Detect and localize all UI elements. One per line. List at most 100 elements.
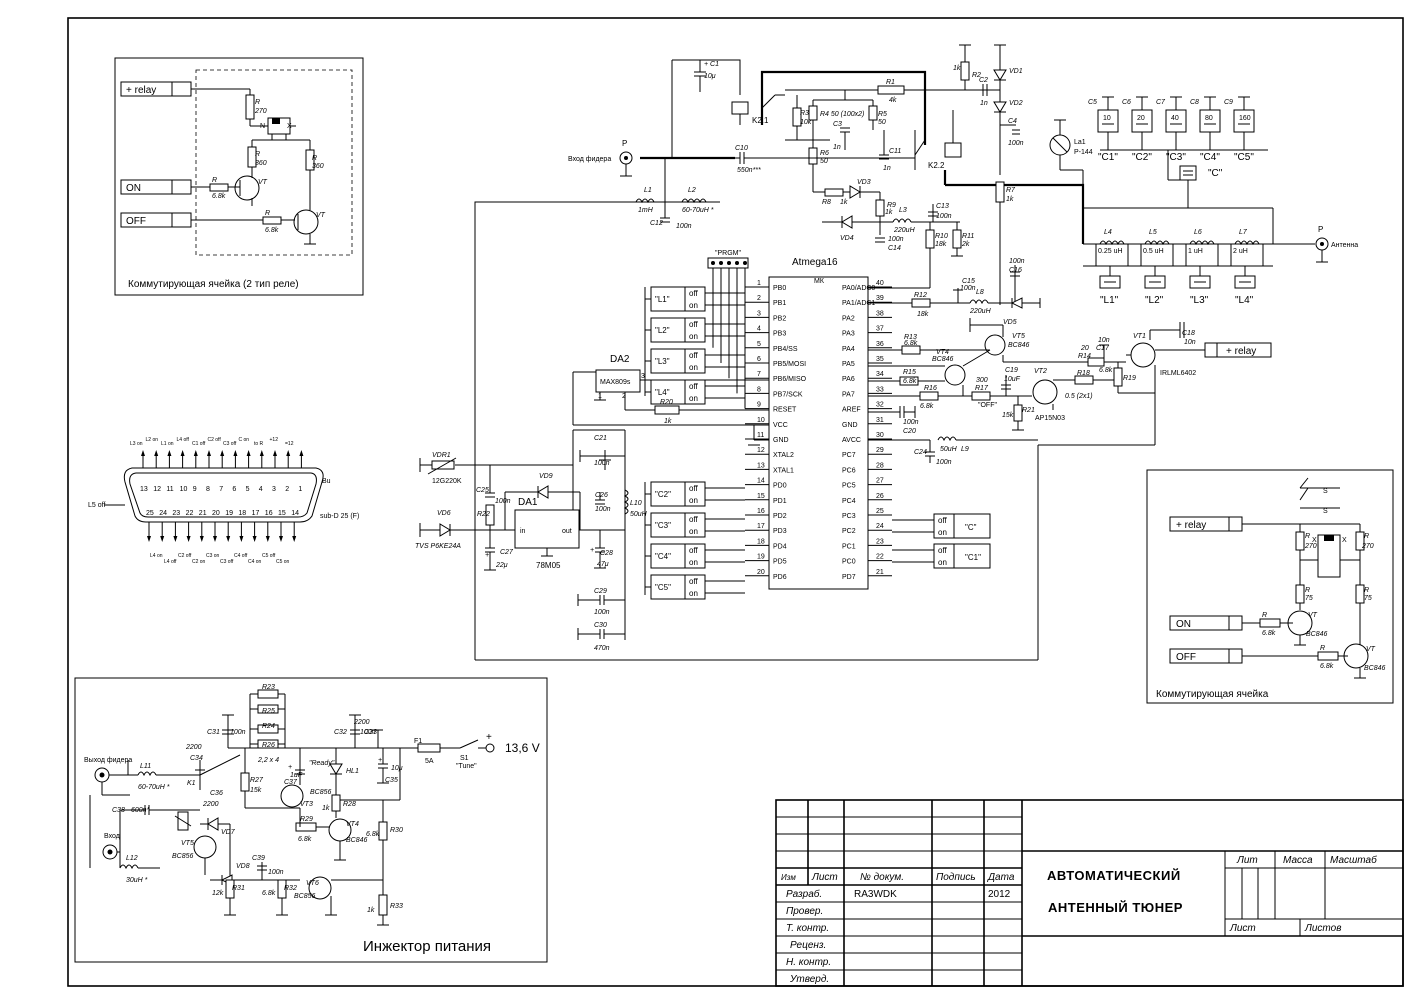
- svg-text:C26: C26: [595, 492, 608, 499]
- subd-bottom-label: C5 off: [262, 553, 276, 559]
- subd-pin: 24: [159, 510, 167, 517]
- svg-text:3: 3: [641, 373, 645, 380]
- svg-text:R23: R23: [262, 684, 275, 691]
- switch-on: on: [689, 589, 698, 598]
- mcu-pin-num: 18: [757, 538, 765, 545]
- svg-text:R32: R32: [284, 885, 297, 892]
- mode-switch[interactable]: [933, 543, 991, 569]
- svg-text:R6: R6: [820, 150, 829, 157]
- svg-text:30uH *: 30uH *: [126, 877, 148, 884]
- mcu-pin-num: 9: [757, 402, 761, 409]
- mcu-pin-num: 17: [757, 523, 765, 530]
- svg-text:C16: C16: [1009, 267, 1022, 274]
- mcu-pin-name: PD6: [773, 574, 787, 581]
- subd-pin: 18: [238, 510, 246, 517]
- svg-text:VT5: VT5: [181, 840, 194, 847]
- svg-text:R16: R16: [924, 385, 937, 392]
- vd6-value: TVS P6KE24A: [415, 543, 461, 550]
- svg-text:X: X: [1342, 537, 1347, 544]
- switch-off: off: [689, 515, 699, 524]
- lamp-p144: P-144: [1074, 149, 1093, 156]
- svg-text:R7: R7: [1006, 187, 1016, 194]
- svg-text:R22: R22: [477, 511, 490, 518]
- mode-switch[interactable]: [650, 379, 706, 405]
- mcu-pin-name: PB5/MOSI: [773, 361, 806, 368]
- svg-text:+: +: [590, 547, 594, 554]
- subd-bottom-label: C3 off: [220, 559, 234, 565]
- subd-top-label: +12: [270, 437, 279, 443]
- subd-pin: 1: [298, 486, 302, 493]
- svg-text:4k: 4k: [889, 97, 897, 104]
- switch-label: "L1": [655, 295, 670, 304]
- svg-text:6.8k: 6.8k: [1320, 663, 1334, 670]
- mode-switch[interactable]: [650, 286, 706, 312]
- svg-text:R9: R9: [887, 202, 896, 209]
- injector-ready: "Ready": [309, 760, 335, 767]
- svg-text:100n: 100n: [1008, 140, 1024, 147]
- mode-switch[interactable]: [650, 543, 706, 569]
- injector-in-label: Вход: [104, 833, 120, 840]
- cap-bank-switch: "C4": [1200, 152, 1220, 163]
- svg-text:+: +: [378, 757, 382, 764]
- switch-label: "C4": [655, 552, 671, 561]
- mcu-pin-num: 29: [876, 447, 884, 454]
- svg-text:C24: C24: [914, 449, 927, 456]
- mcu-pin-num: 15: [757, 493, 765, 500]
- mcu-pin-num: 27: [876, 478, 884, 485]
- svg-text:C33: C33: [364, 729, 377, 736]
- switch-label: "C": [965, 523, 977, 532]
- svg-text:6.8k: 6.8k: [366, 831, 380, 838]
- mcu-pin-num: 26: [876, 493, 884, 500]
- capacitor-bank: C510"C1"C620"C2"C740"C3"C880"C4"C9160"C5…: [1088, 96, 1255, 163]
- svg-text:2k: 2k: [961, 241, 970, 248]
- subd-pin: 23: [172, 510, 180, 517]
- svg-text:22μ: 22μ: [495, 562, 508, 569]
- mode-switch[interactable]: [650, 317, 706, 343]
- svg-text:100n: 100n: [360, 729, 376, 736]
- subd-pin: 11: [166, 486, 173, 493]
- coil-switch: "L4": [1235, 295, 1254, 306]
- subd-bottom-label: L4 off: [164, 559, 177, 565]
- cap-bank-value: 160: [1239, 115, 1251, 122]
- tb-list: Лист: [811, 872, 838, 883]
- svg-text:+: +: [485, 552, 489, 559]
- svg-text:R: R: [255, 151, 260, 158]
- coil-switch: "L2": [1145, 295, 1164, 306]
- mcu-pin-name: PD3: [773, 528, 787, 535]
- subd-pin: 21: [199, 510, 207, 517]
- svg-text:100n: 100n: [594, 460, 610, 467]
- mode-switch[interactable]: [650, 481, 706, 507]
- svg-text:VT3: VT3: [300, 801, 313, 808]
- mcu-pin-name: PB0: [773, 285, 786, 292]
- svg-text:R19: R19: [1123, 375, 1136, 382]
- svg-text:BC846: BC846: [1008, 342, 1030, 349]
- svg-text:R: R: [1305, 587, 1310, 594]
- mcu-pin-name: GND: [773, 437, 789, 444]
- svg-text:C20: C20: [903, 428, 916, 435]
- coil-ref: L5: [1149, 229, 1157, 236]
- svg-text:VD3: VD3: [857, 179, 871, 186]
- injector-plus: +: [486, 732, 492, 743]
- svg-text:6.8k: 6.8k: [920, 403, 934, 410]
- mode-switch[interactable]: [650, 348, 706, 374]
- svg-text:VT2: VT2: [1034, 368, 1047, 375]
- svg-text:2200: 2200: [353, 719, 370, 726]
- mode-switch[interactable]: [933, 513, 991, 539]
- mcu-pin-num: 25: [876, 508, 884, 515]
- svg-text:C25: C25: [476, 487, 489, 494]
- mode-switch[interactable]: [650, 512, 706, 538]
- svg-text:R: R: [265, 210, 270, 217]
- svg-text:R15: R15: [903, 369, 916, 376]
- input-p: P: [622, 139, 627, 148]
- cap-bank-ref: C8: [1190, 99, 1199, 106]
- mcu-pin-name: PD0: [773, 483, 787, 490]
- injector-f1-val: 5A: [425, 758, 434, 765]
- mcu-pin-name: PD2: [773, 513, 787, 520]
- mcu-pin-name: PB4/SS: [773, 346, 798, 353]
- svg-text:100n: 100n: [936, 459, 952, 466]
- tb-data: Дата: [987, 872, 1015, 883]
- svg-text:75: 75: [1305, 595, 1313, 602]
- svg-text:R: R: [312, 155, 317, 162]
- svg-text:47μ: 47μ: [597, 561, 609, 568]
- da1-chip: 78M05: [536, 561, 561, 570]
